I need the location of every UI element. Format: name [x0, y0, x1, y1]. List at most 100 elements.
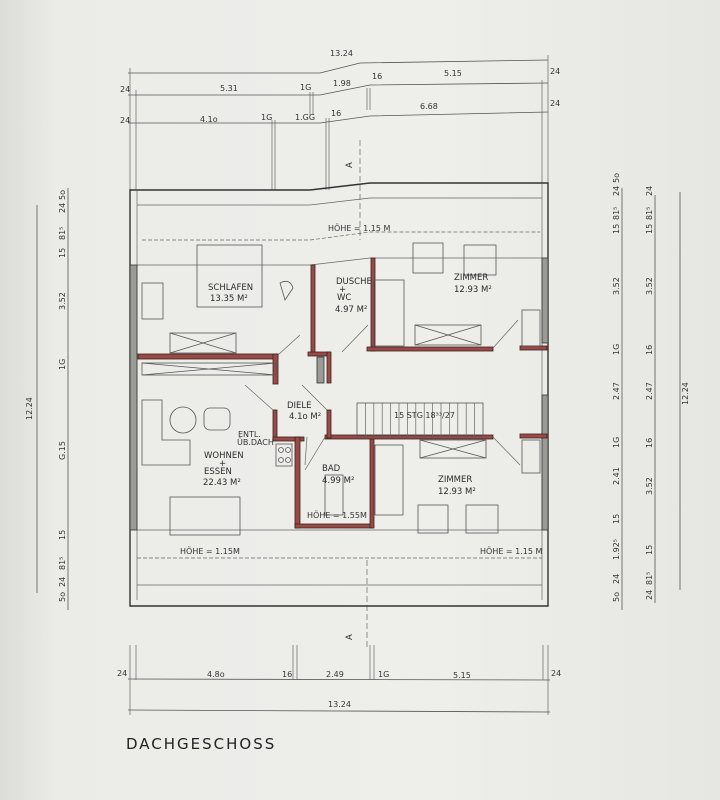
dim-label: 24 [550, 99, 560, 108]
dim-label: 16 [331, 109, 341, 118]
dim-label: 16 [645, 345, 654, 355]
dim-top-total: 13.24 [330, 49, 353, 58]
room-zimmer-top-area: 12.93 M² [454, 285, 492, 295]
dim-label: 1G [58, 359, 67, 370]
dim-label: 2.49 [326, 670, 344, 679]
room-dusche-area: 4.97 M² [335, 305, 367, 315]
room-diele-area: 4.1o M² [289, 412, 321, 422]
dim-label: 1G [300, 83, 311, 92]
dim-label: 2.47 [612, 382, 621, 400]
hoehe-bad-label: HÖHE = 1.55M [307, 510, 367, 520]
room-bad-area: 4.99 M² [322, 476, 354, 486]
dim-label: 1.GG [295, 113, 315, 122]
room-schlafen-area: 13.35 M² [210, 294, 248, 304]
dim-label: 5o [58, 592, 67, 602]
drawing-title: DACHGESCHOSS [126, 735, 276, 753]
dim-left-total: 12.24 [25, 397, 34, 420]
dim-label: 5.15 [444, 69, 462, 78]
dim-label: 3.52 [645, 477, 654, 495]
dim-label: 15 [612, 514, 621, 524]
dim-label: 1G [612, 344, 621, 355]
left-dimensions: 12.24 5o 24 81⁵ 15 3.52 1G G.15 15 81⁵ 24 5o [25, 188, 69, 610]
dim-label: 16 [645, 438, 654, 448]
dim-label: 5.31 [220, 84, 238, 93]
building-outline [129, 182, 549, 607]
dim-label: 1.92⁵ [612, 539, 621, 560]
dim-label: 81⁵ [58, 557, 67, 570]
room-zimmer-bottom-area: 12.93 M² [438, 487, 476, 497]
ub-dach-label: ÜB.DACH [237, 437, 274, 447]
dim-label: 24 [550, 67, 560, 76]
room-wohnen-area: 22.43 M² [203, 478, 241, 488]
dim-label: 5o [612, 592, 621, 602]
dim-label: G.15 [58, 441, 67, 460]
dim-label: 6.68 [420, 102, 438, 111]
dim-label: 15 [645, 224, 654, 234]
dim-label: 24 [58, 577, 67, 587]
dim-label: 15 [58, 248, 67, 258]
dim-label: 81⁵ [645, 572, 654, 585]
svg-text:A: A [345, 634, 355, 640]
dim-label: 2.47 [645, 382, 654, 400]
section-marker-bottom: A [345, 560, 368, 650]
dim-label: 4.8o [207, 670, 225, 679]
room-dusche-name: DUSCHE [336, 277, 372, 287]
dim-label: 24 [117, 669, 127, 678]
room-dusche-plus: + [339, 285, 346, 295]
room-labels: SCHLAFEN 13.35 M² DUSCHE + WC 4.97 M² ZI… [203, 273, 492, 497]
dim-label: 15 [58, 530, 67, 540]
hoehe-bottom-left-label: HÖHE = 1.15M [180, 546, 240, 556]
dim-label: 3.52 [612, 277, 621, 295]
dim-label: 81⁵ [612, 207, 621, 220]
annotations: HÖHE = 1.15 M HÖHE = 1.15M HÖHE = 1.15 M… [180, 223, 543, 556]
dim-label: 24 [551, 669, 561, 678]
hoehe-top-label: HÖHE = 1.15 M [328, 223, 391, 233]
dim-label: 24 [645, 590, 654, 600]
svg-text:A: A [345, 162, 355, 168]
dim-label: 3.52 [645, 277, 654, 295]
bottom-dimensions: 24 4.8o 16 2.49 1G 5.15 24 13.24 [117, 645, 561, 715]
dim-label: 81⁵ [58, 227, 67, 240]
dim-label: 15 [612, 224, 621, 234]
room-wohnen-name2: ESSEN [204, 467, 232, 477]
stairs-label: 15 STG 18³³/27 [394, 411, 455, 420]
staircase [356, 402, 484, 437]
dim-label: 2.41 [612, 467, 621, 485]
dim-label: 5o [612, 173, 621, 183]
dim-label: 24 [120, 85, 130, 94]
dim-label: 1G [612, 437, 621, 448]
dim-label: 16 [372, 72, 382, 81]
dim-label: 24 [645, 186, 654, 196]
room-wohnen-name: WOHNEN [204, 451, 244, 461]
room-zimmer-bottom-name: ZIMMER [438, 475, 472, 485]
dim-label: 3.52 [58, 292, 67, 310]
dim-label: 24 [58, 203, 67, 213]
dim-label: 24 [612, 186, 621, 196]
dim-label: 4.1o [200, 115, 218, 124]
hoehe-bottom-right-label: HÖHE = 1.15 M [480, 546, 543, 556]
dim-label: 81⁵ [645, 207, 654, 220]
dim-label: 5o [58, 190, 67, 200]
dim-label: 1G [378, 670, 389, 679]
entl-label: ENTL. [238, 430, 261, 439]
dim-label: 16 [282, 670, 292, 679]
dim-label: 1G [261, 113, 272, 122]
dim-label: 24 [612, 574, 621, 584]
dim-right-total: 12.24 [681, 382, 690, 405]
room-wohnen-plus: + [219, 459, 226, 469]
room-zimmer-top-name: ZIMMER [454, 273, 488, 283]
dim-label: 1.98 [333, 79, 351, 88]
right-dimensions: 12.24 5o 24 81⁵ 15 3.52 1G 2.47 1G 2.41 15 1.92⁵ 24… [612, 173, 690, 610]
door-swings [244, 319, 521, 471]
furniture [141, 242, 541, 536]
room-schlafen-name: SCHLAFEN [208, 283, 253, 293]
section-marker-top: A [345, 140, 361, 240]
top-dimensions: 13.24 24 5.31 1G 1.98 16 5.15 24 24 4.1o… [120, 49, 560, 190]
dim-bottom-total: 13.24 [328, 700, 351, 709]
dim-label: 5.15 [453, 671, 471, 680]
room-bad-name: BAD [322, 464, 341, 474]
dim-label: 15 [645, 545, 654, 555]
dim-label: 24 [120, 116, 130, 125]
